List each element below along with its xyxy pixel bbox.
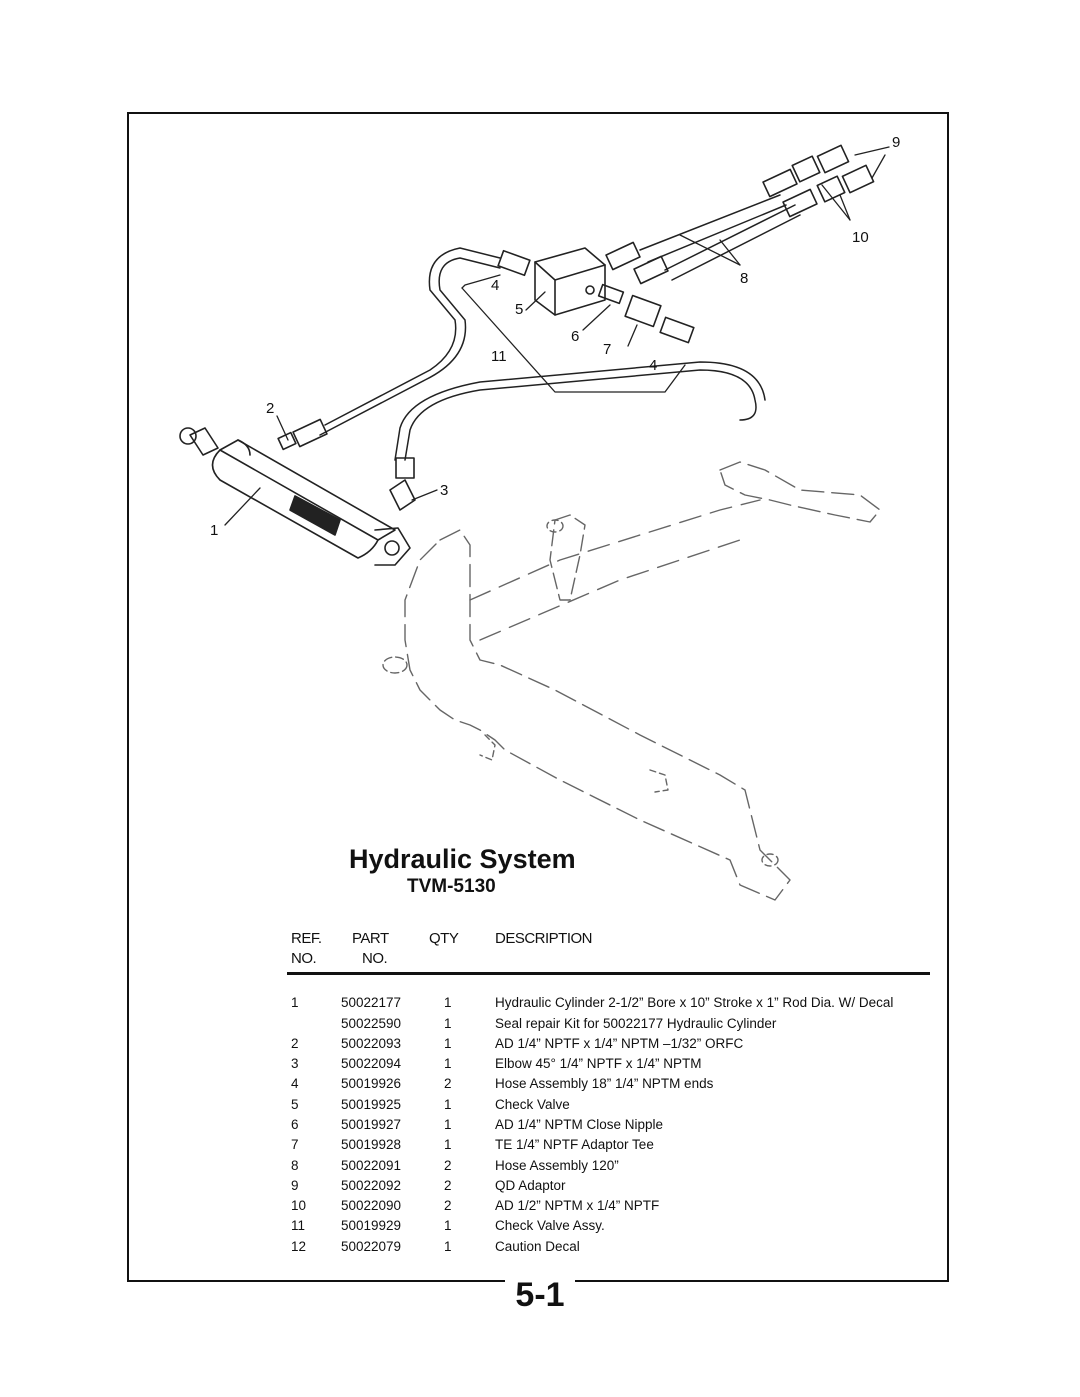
cell-qty: 1 xyxy=(444,995,452,1010)
cell-qty: 2 xyxy=(444,1178,452,1193)
callout-2: 2 xyxy=(266,400,274,417)
cell-part: 50022092 xyxy=(341,1178,402,1193)
cell-description: Caution Decal xyxy=(495,1239,580,1254)
header-part: PART xyxy=(352,930,389,947)
page-title: Hydraulic System xyxy=(349,844,576,874)
cell-ref: 2 xyxy=(291,1036,299,1051)
cell-part: 50022590 xyxy=(341,1016,402,1031)
cell-description: TE 1/4” NPTF Adaptor Tee xyxy=(495,1137,654,1152)
cell-ref: 10 xyxy=(291,1198,307,1213)
cell-ref: 6 xyxy=(291,1117,299,1132)
callout-9: 9 xyxy=(892,134,900,151)
header-rule xyxy=(287,972,930,975)
table-row: 5 50019925 1 Check Valve xyxy=(0,1097,1080,1117)
callout-5: 5 xyxy=(515,301,523,318)
cell-part: 50019926 xyxy=(341,1076,402,1091)
cell-part: 50022090 xyxy=(341,1198,402,1213)
cell-ref: 9 xyxy=(291,1178,299,1193)
cell-qty: 1 xyxy=(444,1056,452,1071)
cell-qty: 1 xyxy=(444,1016,452,1031)
cell-qty: 1 xyxy=(444,1036,452,1051)
cell-description: AD 1/4” NPTF x 1/4” NPTM –1/32” ORFC xyxy=(495,1036,744,1051)
hydraulic-cylinder xyxy=(179,427,411,566)
table-row: 50022590 1 Seal repair Kit for 50022177 … xyxy=(0,1016,1080,1036)
cell-part: 50022177 xyxy=(341,995,402,1010)
cell-ref: 4 xyxy=(291,1076,299,1091)
table-row: 11 50019929 1 Check Valve Assy. xyxy=(0,1218,1080,1238)
cell-ref: 5 xyxy=(291,1097,299,1112)
cell-part: 50022093 xyxy=(341,1036,402,1051)
cell-ref: 1 xyxy=(291,995,299,1010)
header-qty: QTY xyxy=(429,930,459,947)
cell-part: 50019927 xyxy=(341,1117,402,1132)
header-ref-no: NO. xyxy=(291,950,317,967)
table-row: 9 50022092 2 QD Adaptor xyxy=(0,1178,1080,1198)
cell-description: AD 1/2” NPTM x 1/4” NPTF xyxy=(495,1198,660,1213)
callout-10: 10 xyxy=(852,229,869,246)
callout-3: 3 xyxy=(440,482,448,499)
table-row: 4 50019926 2 Hose Assembly 18” 1/4” NPTM… xyxy=(0,1076,1080,1096)
cell-description: Seal repair Kit for 50022177 Hydraulic C… xyxy=(495,1016,777,1031)
cell-qty: 1 xyxy=(444,1218,452,1233)
cell-description: Hydraulic Cylinder 2-1/2” Bore x 10” Str… xyxy=(495,995,894,1010)
frame-gap xyxy=(505,1272,575,1292)
table-row: 6 50019927 1 AD 1/4” NPTM Close Nipple xyxy=(0,1117,1080,1137)
fittings xyxy=(277,144,875,511)
cell-qty: 1 xyxy=(444,1117,452,1132)
mount-arm-outline xyxy=(382,461,881,901)
cell-ref: 12 xyxy=(291,1239,307,1254)
cell-qty: 1 xyxy=(444,1097,452,1112)
cell-ref: 11 xyxy=(291,1218,306,1233)
cell-part: 50019929 xyxy=(341,1218,402,1233)
cell-description: Elbow 45° 1/4” NPTF x 1/4” NPTM xyxy=(495,1056,702,1071)
cell-description: AD 1/4” NPTM Close Nipple xyxy=(495,1117,664,1132)
table-row: 12 50022079 1 Caution Decal xyxy=(0,1239,1080,1259)
table-row: 10 50022090 2 AD 1/2” NPTM x 1/4” NPTF xyxy=(0,1198,1080,1218)
cell-part: 50022094 xyxy=(341,1056,402,1071)
cell-part: 50022079 xyxy=(341,1239,402,1254)
callout-11: 11 xyxy=(491,348,507,365)
cell-description: Hose Assembly 18” 1/4” NPTM ends xyxy=(495,1076,714,1091)
callout-1: 1 xyxy=(210,522,218,539)
table-row: 7 50019928 1 TE 1/4” NPTF Adaptor Tee xyxy=(0,1137,1080,1157)
table-row: 3 50022094 1 Elbow 45° 1/4” NPTF x 1/4” … xyxy=(0,1056,1080,1076)
cell-ref: 8 xyxy=(291,1158,299,1173)
callout-4b: 4 xyxy=(649,357,657,374)
cell-part: 50019925 xyxy=(341,1097,402,1112)
callout-4: 4 xyxy=(491,277,499,294)
page-number: 5-1 xyxy=(515,1276,565,1314)
cell-qty: 1 xyxy=(444,1137,452,1152)
cell-description: Check Valve xyxy=(495,1097,570,1112)
model-number: TVM-5130 xyxy=(407,876,496,897)
leader-lines xyxy=(224,146,890,526)
callout-8: 8 xyxy=(740,270,748,287)
hoses xyxy=(319,194,801,461)
header-part-no: NO. xyxy=(362,950,388,967)
cell-qty: 2 xyxy=(444,1158,452,1173)
table-row: 2 50022093 1 AD 1/4” NPTF x 1/4” NPTM –1… xyxy=(0,1036,1080,1056)
table-row: 8 50022091 2 Hose Assembly 120” xyxy=(0,1158,1080,1178)
cell-qty: 1 xyxy=(444,1239,452,1254)
callout-7: 7 xyxy=(603,341,611,358)
table-row: 1 50022177 1 Hydraulic Cylinder 2-1/2” B… xyxy=(0,995,1080,1015)
cell-qty: 2 xyxy=(444,1076,452,1091)
cell-description: Check Valve Assy. xyxy=(495,1218,605,1233)
cell-part: 50019928 xyxy=(341,1137,402,1152)
cell-description: QD Adaptor xyxy=(495,1178,566,1193)
cell-ref: 7 xyxy=(291,1137,299,1152)
header-description: DESCRIPTION xyxy=(495,930,593,947)
callout-6: 6 xyxy=(571,328,579,345)
header-ref: REF. xyxy=(291,930,322,947)
cell-ref: 3 xyxy=(291,1056,299,1071)
cell-description: Hose Assembly 120” xyxy=(495,1158,619,1173)
cell-part: 50022091 xyxy=(341,1158,402,1173)
cell-qty: 2 xyxy=(444,1198,452,1213)
